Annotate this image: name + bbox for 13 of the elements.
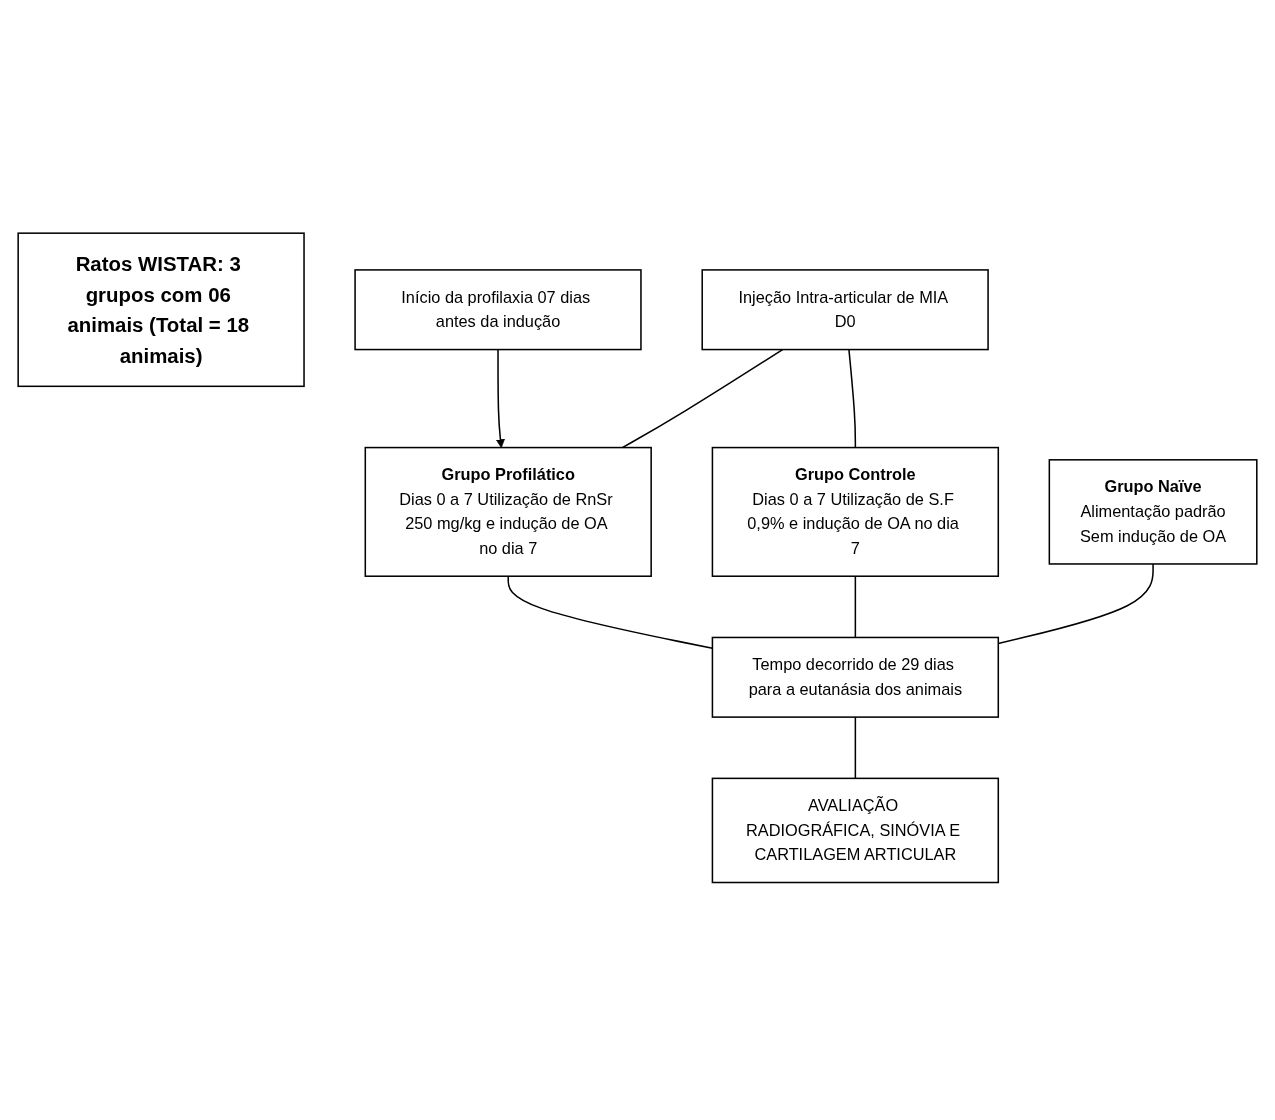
arrow xyxy=(496,348,505,449)
connector xyxy=(621,348,784,449)
connector xyxy=(854,716,857,780)
node-box: Ratos WISTAR: 3 grupos com 06 animais (Total = 18 animais) xyxy=(17,232,305,388)
node-box: Grupo Profilático Dias 0 a 7 Utilização de RnSr 250 mg/kg e indução de OA no dia 7 xyxy=(364,446,652,578)
node-box: Tempo decorrido de 29 dias para a eutanásia dos animais xyxy=(711,636,1000,719)
connector xyxy=(848,348,857,449)
node-box: Início da profilaxia 07 dias antes da indução xyxy=(354,269,642,351)
node-box: Grupo Naïve Alimentação padrão Sem indução de OA xyxy=(1048,459,1258,565)
node-box: AVALIAÇÃO RADIOGRÁFICA, SINÓVIA E CARTILAGEM ARTICULAR xyxy=(711,777,1000,884)
connector xyxy=(854,575,857,639)
node-box: Grupo Controle Dias 0 a 7 Utilização de S.F 0,9% e indução de OA no dia 7 xyxy=(711,446,1000,578)
node-box: Injeção Intra-articular de MIA D0 xyxy=(701,269,989,351)
